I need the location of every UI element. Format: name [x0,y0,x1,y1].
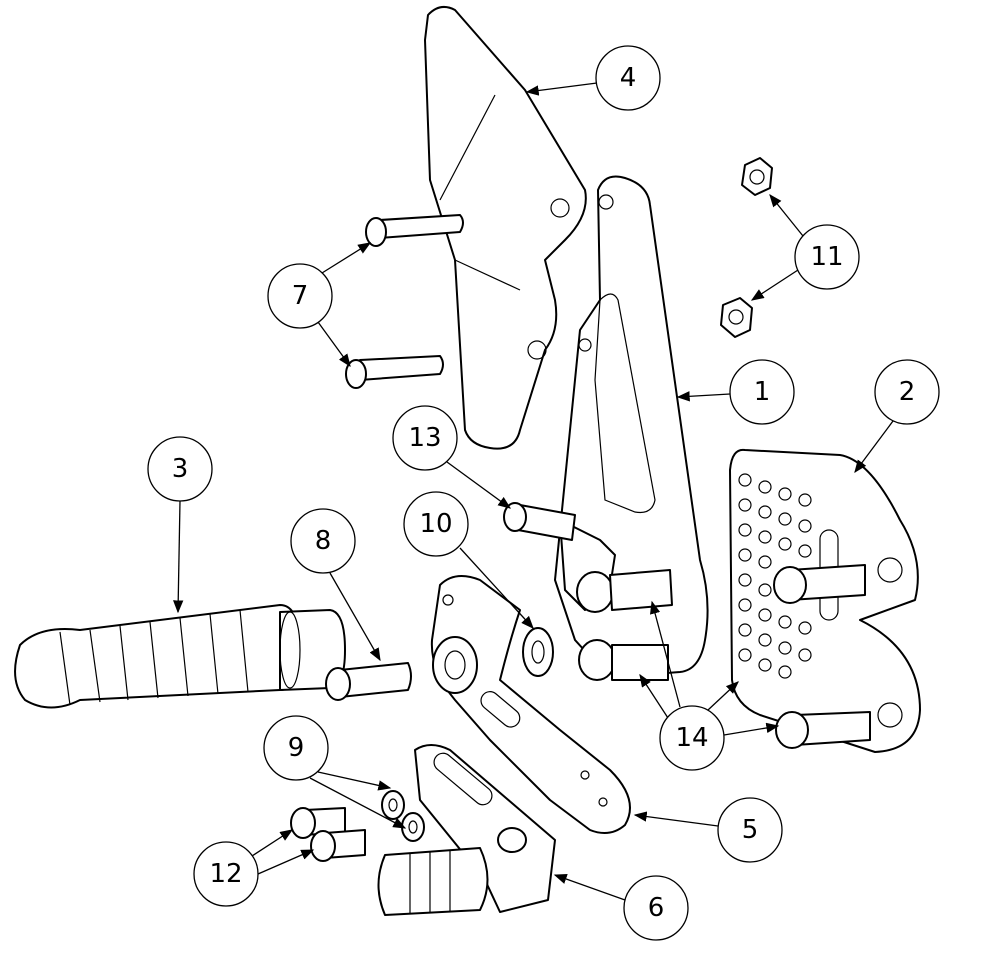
balloon-2: 2 [874,359,940,425]
balloon-1: 1 [729,359,795,425]
svg-text:1: 1 [754,377,771,407]
svg-text:4: 4 [620,63,637,93]
svg-text:14: 14 [675,723,708,753]
balloon-13: 13 [392,405,458,471]
part-bolts-7 [345,214,464,389]
part-bolt-13 [503,502,576,541]
svg-text:7: 7 [292,281,309,311]
part-mount-plate [729,448,921,753]
balloon-14: 14 [659,705,725,771]
part-main-plate [554,175,709,681]
balloon-9: 9 [263,715,329,781]
part-washer-10 [522,627,554,677]
svg-text:3: 3 [172,454,189,484]
part-nuts-11 [720,157,773,338]
svg-text:2: 2 [899,377,916,407]
balloon-6: 6 [623,875,689,941]
svg-text:13: 13 [408,423,441,453]
svg-text:6: 6 [648,893,665,923]
part-footpeg [14,604,346,709]
leader-lines [173,82,894,901]
svg-text:8: 8 [315,526,332,556]
part-heel-plate [424,5,587,450]
svg-text:5: 5 [742,815,759,845]
part-shift-peg [377,744,556,916]
part-bolt-8 [325,662,412,701]
part-lever [430,575,631,835]
svg-text:9: 9 [288,733,305,763]
part-bolts-12 [290,807,366,862]
svg-text:10: 10 [419,509,452,539]
balloon-4: 4 [595,45,661,111]
balloon-7: 7 [267,263,333,329]
svg-text:11: 11 [810,242,843,272]
plate-hole-grid [738,473,812,679]
balloon-8: 8 [290,508,356,574]
balloon-5: 5 [717,797,783,863]
balloon-12: 12 [193,841,259,907]
balloon-11: 11 [794,224,860,290]
svg-text:12: 12 [209,859,242,889]
part-washers-9 [381,790,425,842]
balloon-3: 3 [147,436,213,502]
balloon-10: 10 [403,491,469,557]
